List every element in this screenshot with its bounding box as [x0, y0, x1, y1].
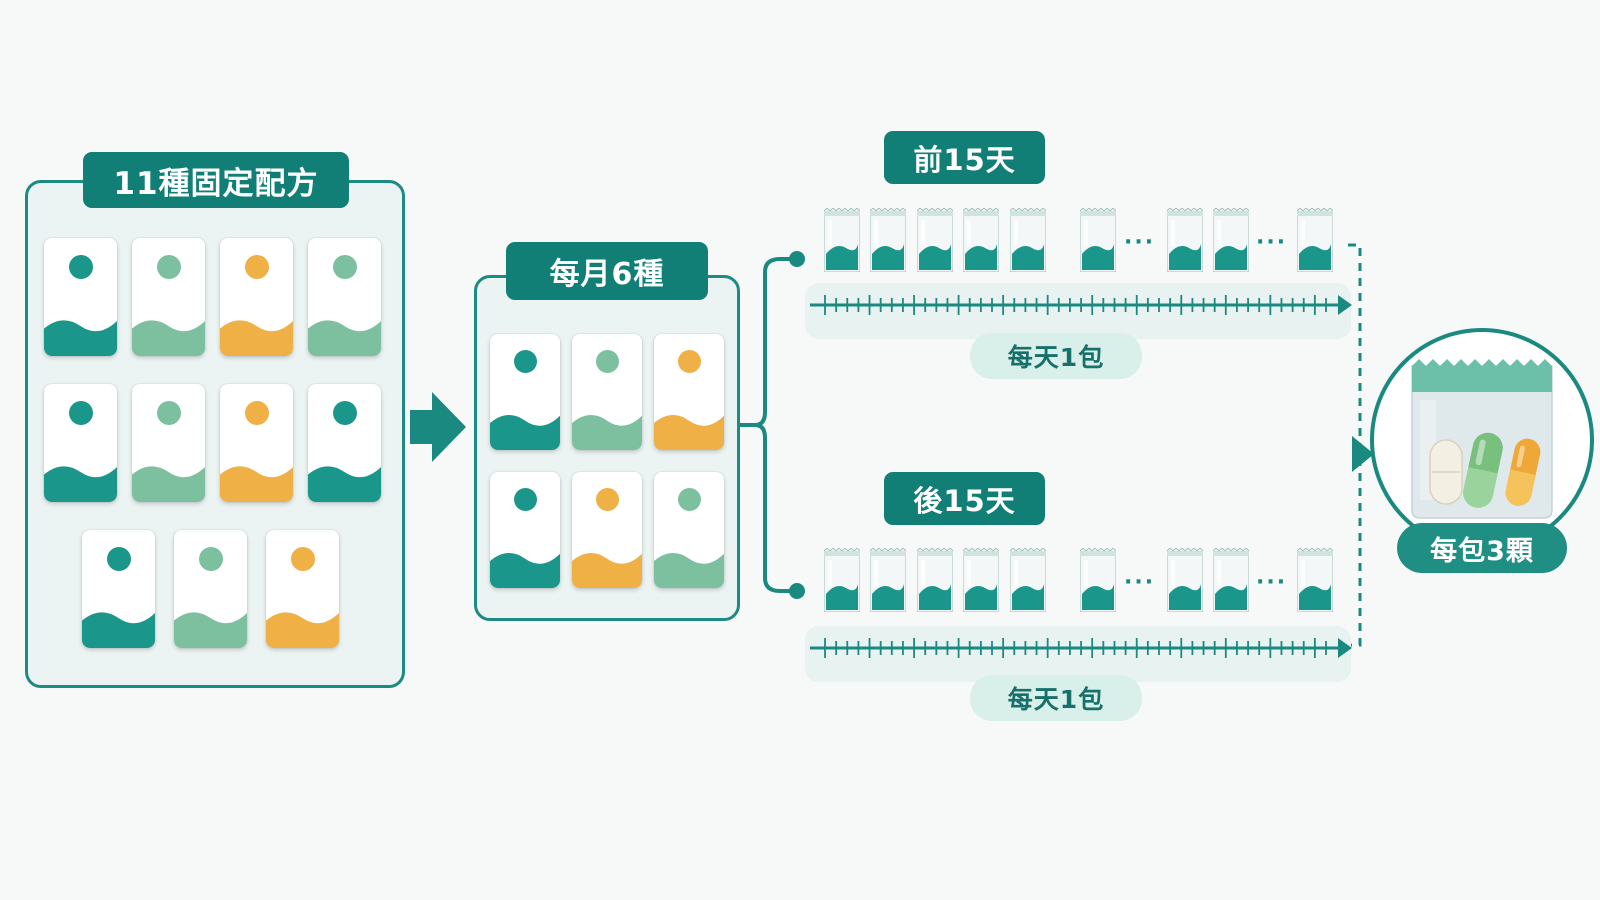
- second-half-title: 後15天: [884, 472, 1045, 525]
- monthly-card: [654, 472, 724, 588]
- card-wave: [132, 320, 205, 356]
- formula-card: [220, 384, 293, 502]
- sachet-icon: [917, 208, 953, 272]
- card-dot: [199, 547, 223, 571]
- timeline-track: [805, 626, 1351, 682]
- sachet-icon: [824, 208, 860, 272]
- second-half-caption: 每天1包: [970, 675, 1142, 721]
- formula-card: [308, 238, 381, 356]
- card-wave: [654, 415, 724, 450]
- card-dot: [69, 401, 93, 425]
- branch-node-bottom: [789, 583, 805, 599]
- sachet-icon: [1010, 548, 1046, 612]
- monthly-card: [654, 334, 724, 450]
- first-half-title: 前15天: [884, 131, 1045, 184]
- card-dot: [245, 255, 269, 279]
- sachet-icon: [1010, 208, 1046, 272]
- card-wave: [308, 466, 381, 502]
- card-dot: [157, 401, 181, 425]
- green-capsule-icon: [1463, 432, 1503, 508]
- card-wave: [572, 553, 642, 588]
- card-wave: [82, 612, 155, 648]
- sachet-icon: [870, 548, 906, 612]
- first-half-ellipsis-2: ···: [1256, 230, 1288, 255]
- white-tablet-icon: [1429, 439, 1463, 505]
- card-wave: [308, 320, 381, 356]
- second-half-ellipsis-1: ···: [1124, 570, 1156, 595]
- card-dot: [291, 547, 315, 571]
- branch-node-top: [789, 251, 805, 267]
- card-dot: [333, 255, 357, 279]
- result-arrow: [1352, 436, 1374, 472]
- formula-card: [308, 384, 381, 502]
- card-wave: [132, 466, 205, 502]
- formula-card: [44, 384, 117, 502]
- sachet-icon: [1080, 208, 1116, 272]
- sachet-icon: [1167, 208, 1203, 272]
- monthly-card: [490, 472, 560, 588]
- card-dot: [107, 547, 131, 571]
- card-dot: [596, 350, 619, 373]
- timeline-arrowhead: [1338, 638, 1352, 658]
- card-dot: [678, 488, 701, 511]
- card-wave: [174, 612, 247, 648]
- card-wave: [44, 320, 117, 356]
- card-wave: [44, 466, 117, 502]
- monthly-card: [572, 472, 642, 588]
- card-wave: [572, 415, 642, 450]
- sachet-icon: [824, 548, 860, 612]
- card-wave: [490, 415, 560, 450]
- orange-capsule-icon: [1505, 438, 1541, 506]
- card-dot: [245, 401, 269, 425]
- card-dot: [514, 350, 537, 373]
- monthly-card: [490, 334, 560, 450]
- sachet-icon: [1213, 208, 1249, 272]
- first-half-ellipsis-1: ···: [1124, 230, 1156, 255]
- formula-card: [44, 238, 117, 356]
- formula-card: [220, 238, 293, 356]
- timeline-track: [805, 283, 1351, 339]
- formula-card: [174, 530, 247, 648]
- result-label: 每包3顆: [1397, 523, 1567, 573]
- formula-card: [132, 384, 205, 502]
- sachet-icon: [870, 208, 906, 272]
- card-dot: [157, 255, 181, 279]
- branch-connector: [738, 257, 792, 593]
- formula-card: [266, 530, 339, 648]
- card-wave: [220, 320, 293, 356]
- sachet-icon: [1080, 548, 1116, 612]
- flow-arrow: [410, 392, 466, 462]
- sachet-icon: [963, 208, 999, 272]
- card-dot: [69, 255, 93, 279]
- sachet-icon: [963, 548, 999, 612]
- card-dot: [678, 350, 701, 373]
- sachet-icon: [1213, 548, 1249, 612]
- card-dot: [596, 488, 619, 511]
- second-half-ellipsis-2: ···: [1256, 570, 1288, 595]
- formula-panel-title: 11種固定配方: [83, 152, 349, 208]
- timeline-arrowhead: [1338, 295, 1352, 315]
- formula-card: [132, 238, 205, 356]
- formula-card: [82, 530, 155, 648]
- monthly-card: [572, 334, 642, 450]
- sachet-icon: [1297, 548, 1333, 612]
- first-half-caption: 每天1包: [970, 333, 1142, 379]
- monthly-panel-title: 每月6種: [506, 242, 708, 300]
- sachet-icon: [1297, 208, 1333, 272]
- card-wave: [220, 466, 293, 502]
- sachet-icon: [1167, 548, 1203, 612]
- sachet-icon: [917, 548, 953, 612]
- card-dot: [514, 488, 537, 511]
- card-wave: [654, 553, 724, 588]
- card-wave: [490, 553, 560, 588]
- card-dot: [333, 401, 357, 425]
- card-wave: [266, 612, 339, 648]
